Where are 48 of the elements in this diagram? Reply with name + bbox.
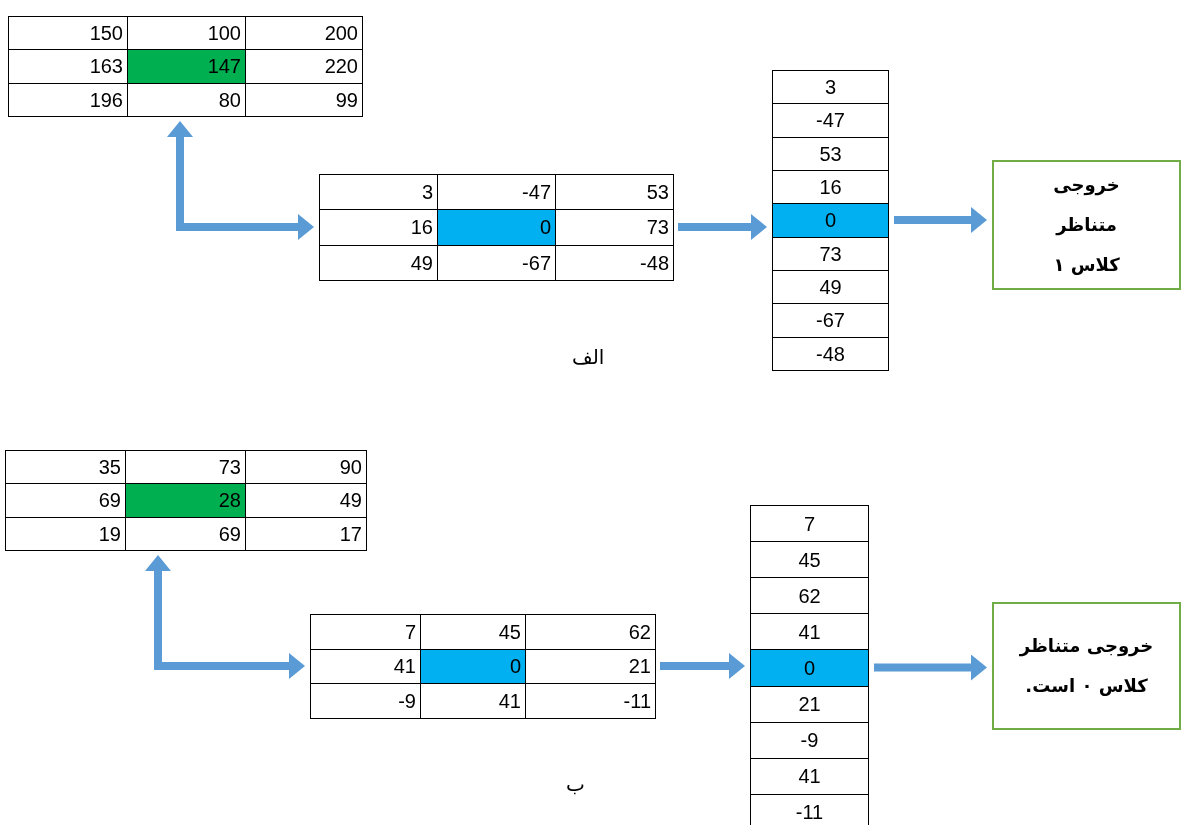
table-cell: -11 [525, 683, 656, 719]
number-grid [319, 174, 673, 280]
table-cell: 0 [750, 649, 869, 687]
number-column [750, 505, 869, 825]
table-cell: 49 [319, 244, 438, 281]
output-box: خروجی متناظر کلاس ۰ است. [992, 602, 1181, 730]
output-box: خروجی متناظر کلاس ۱ [992, 160, 1181, 290]
number-grid [310, 614, 655, 718]
table-cell: -11 [750, 793, 869, 825]
table-cell: 200 [245, 16, 363, 51]
table-cell: 53 [772, 136, 889, 171]
table-cell: -48 [555, 244, 674, 281]
table-cell: 19 [5, 516, 126, 551]
table-cell: 147 [127, 49, 246, 84]
table-cell: 62 [525, 614, 656, 650]
panel-caption: الف [572, 345, 605, 369]
table-cell: 3 [772, 70, 889, 105]
table-cell: 28 [125, 483, 246, 518]
table-cell: 196 [8, 82, 128, 117]
number-column [772, 70, 889, 370]
table-cell: 3 [319, 174, 438, 211]
table-cell: 7 [750, 505, 869, 543]
number-grid [8, 16, 362, 116]
table-cell: 73 [772, 236, 889, 271]
table-cell: 35 [5, 450, 126, 485]
table-cell: -9 [750, 721, 869, 759]
elbow-arrow [145, 555, 305, 679]
elbow-arrow [167, 121, 314, 240]
table-cell: 53 [555, 174, 674, 211]
table-cell: 21 [750, 685, 869, 723]
table-cell: 0 [437, 209, 556, 246]
table-cell: 150 [8, 16, 128, 51]
table-cell: 45 [750, 541, 869, 579]
table-cell: -47 [772, 103, 889, 138]
table-cell: -67 [772, 303, 889, 338]
table-cell: 0 [420, 648, 526, 685]
table-cell: -9 [310, 683, 421, 719]
table-cell: 7 [310, 614, 421, 650]
table-cell: 62 [750, 577, 869, 615]
number-grid [5, 450, 366, 550]
panel-caption: ب [566, 772, 585, 796]
table-cell: 99 [245, 82, 363, 117]
table-cell: 17 [245, 516, 367, 551]
table-cell: 0 [772, 203, 889, 238]
table-cell: 90 [245, 450, 367, 485]
table-cell: -48 [772, 336, 889, 371]
table-cell: 41 [750, 757, 869, 795]
table-cell: 49 [772, 270, 889, 305]
